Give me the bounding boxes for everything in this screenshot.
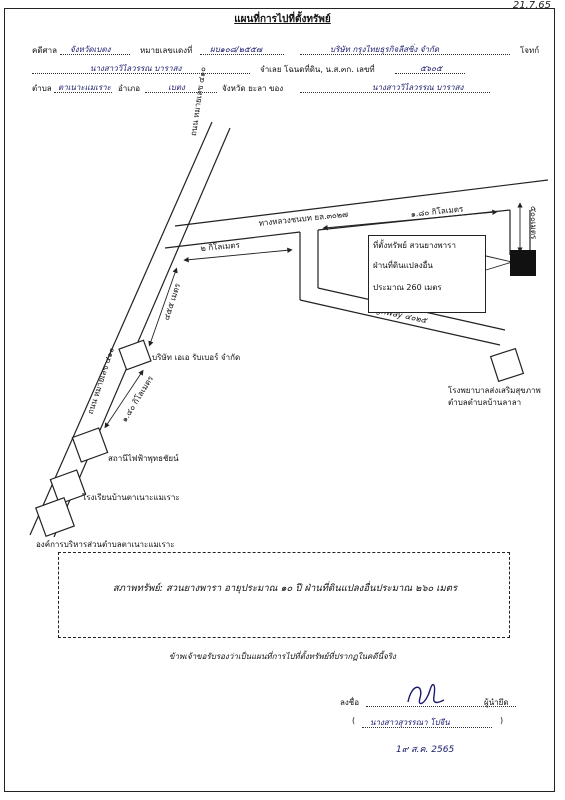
hospital-building [489, 347, 525, 383]
land-label: จำเลย โฉนดที่ดิน, น.ส.๓ก. เลขที่ [260, 65, 375, 74]
case-value: ผบ๑๐๘/๒๕๕๗ [210, 45, 262, 54]
rural-road-north-edge [174, 179, 549, 227]
district-value: เบตง [168, 83, 185, 92]
case-label: หมายเลขแดงที่ [140, 46, 193, 55]
left-road-east-edge [53, 127, 231, 538]
school-building [49, 469, 87, 505]
power-station-label: สถานีไฟฟ้าพุทธชัยน์ [108, 454, 179, 463]
sign-label: ลงชื่อ [340, 698, 360, 707]
name-close-paren: ) [500, 716, 504, 725]
summary-text: สภาพทรัพย์: สวนยางพารา อายุประมาณ ๑๐ ปี … [112, 583, 458, 594]
summary-box: สภาพทรัพย์: สวนยางพารา อายุประมาณ ๑๐ ปี … [58, 552, 510, 638]
sao-label: องค์การบริหารส่วนตำบลตาเนาะแมเราะ [36, 540, 175, 549]
province-label: จังหวัด ยะลา ของ [222, 84, 284, 93]
property-note-line3: ประมาณ 260 เมตร [373, 283, 442, 292]
land-value: ๕๖๐๕ [420, 64, 443, 73]
defendant-value: นางสาววิไลวรรณ บาราสง [90, 64, 182, 73]
certify-text: ข้าพเจ้าขอรับรองว่าเป็นแผนที่การไปที่ตั้… [169, 652, 396, 661]
property-marker [510, 250, 536, 276]
subdistrict-value: ตาเนาะแมเราะ [58, 83, 111, 92]
plaintiff-label: โจทก์ [520, 46, 540, 55]
hospital-label-line1: โรงพยาบาลส่งเสริมสุขภาพ [448, 386, 541, 395]
highway-south-edge [299, 299, 501, 346]
sao-building [35, 497, 75, 537]
school-label: โรงเรียนบ้านตาเนาะแมเราะ [82, 493, 180, 502]
signer-name: นางสาวสุวรรณา โปจีน [370, 718, 450, 727]
court-value: จังหวัดเบตง [70, 45, 111, 54]
owner-value: นางสาววิไลวรรณ บาราสง [372, 83, 464, 92]
property-note: ที่ตั้งทรัพย์ สวนยางพารา ฝ่านที่ดินแปลงอ… [368, 235, 486, 313]
page-title: แผนที่การไปที่ตั้งทรัพย์ [234, 14, 331, 25]
company-building [118, 339, 152, 371]
court-label: คดีศาล [32, 46, 58, 55]
left-road-west-edge [29, 121, 213, 536]
plaintiff-value: บริษัท กรุงไทยธุรกิจลีสซิ่ง จำกัด [330, 45, 440, 54]
power-station-building [71, 427, 109, 463]
rural-road-south-edge [164, 231, 301, 249]
corner-note: 21.7.65 [512, 0, 551, 11]
district-label: อำเภอ [118, 84, 141, 93]
property-note-line2: ฝ่านที่ดินแปลงอื่น [373, 261, 433, 270]
page-frame [4, 8, 555, 792]
signer-role: ผู้นำยึด [484, 698, 509, 707]
property-note-line1: ที่ตั้งทรัพย์ สวนยางพารา [373, 241, 456, 250]
signature-date: 1๙ ส.ค. 2565 [396, 745, 455, 755]
subdistrict-label: ตำบล [32, 84, 52, 93]
hospital-label-line2: ตำบลตำบลบ้านลาลา [448, 398, 522, 407]
name-open-paren: ( [352, 716, 356, 725]
company-label: บริษัท เอเอ รับเบอร์ จำกัด [152, 353, 241, 362]
